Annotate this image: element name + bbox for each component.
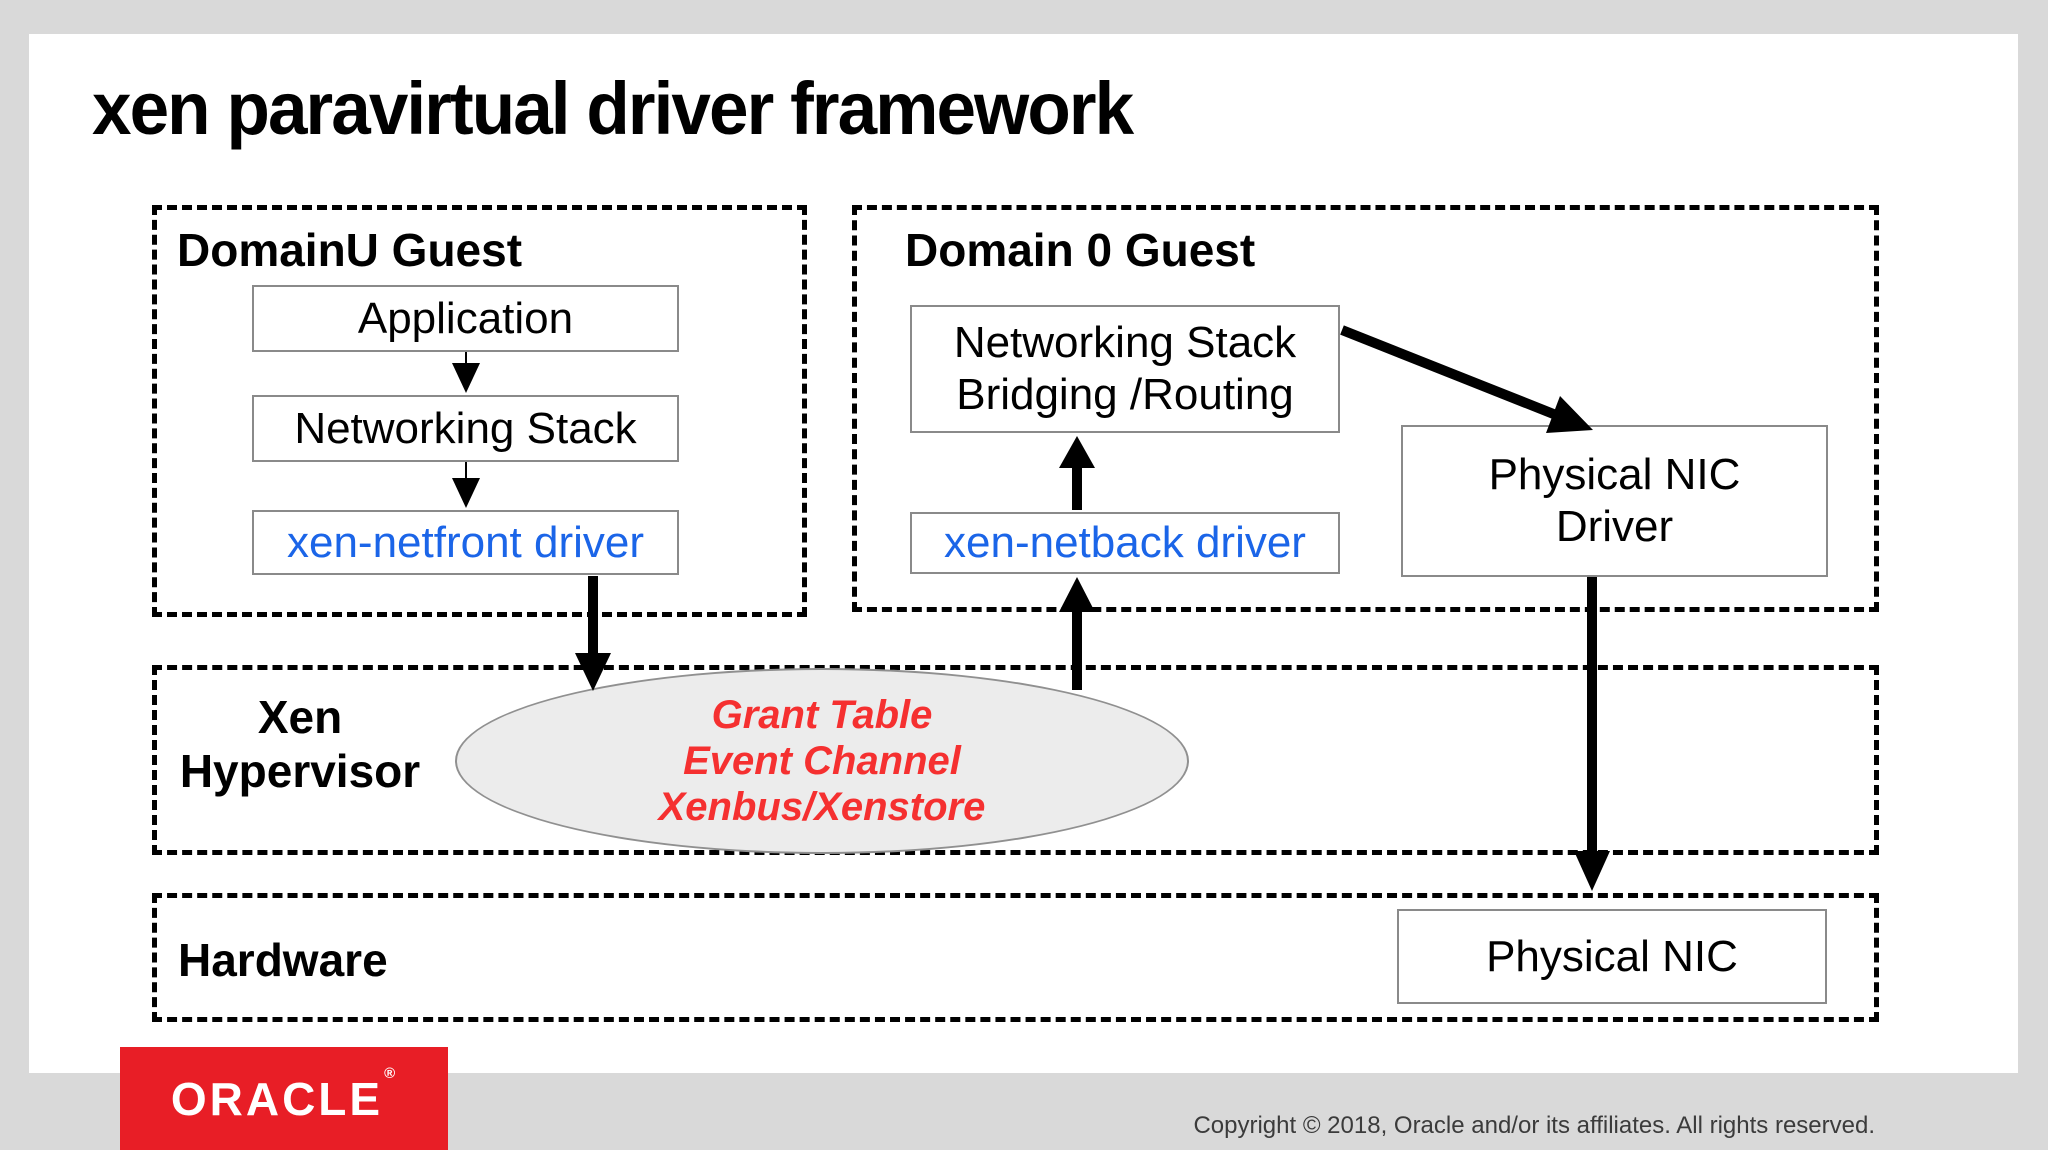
physical-nic-driver-line2: Driver xyxy=(1555,502,1674,551)
domain0-guest-label: Domain 0 Guest xyxy=(905,224,1256,276)
domain0-networking-stack-box: Networking Stack Bridging /Routing xyxy=(910,305,1340,433)
xen-hypervisor-label-line1: Xen xyxy=(257,691,343,743)
domain0-networking-stack-line2: Bridging /Routing xyxy=(956,370,1294,419)
networking-stack-label: Networking Stack xyxy=(294,403,637,453)
xen-hypervisor-label: Xen Hypervisor xyxy=(165,690,435,798)
hardware-zone xyxy=(152,893,1879,1022)
hardware-label: Hardware xyxy=(178,934,388,986)
xen-hypervisor-zone xyxy=(152,665,1879,855)
oracle-logo: ORACLE® xyxy=(120,1047,448,1150)
event-channel-label: Event Channel xyxy=(683,739,961,783)
grant-table-label: Grant Table xyxy=(711,693,933,737)
application-box: Application xyxy=(252,285,679,352)
physical-nic-driver-box: Physical NIC Driver xyxy=(1401,425,1828,577)
networking-stack-box: Networking Stack xyxy=(252,395,679,462)
domainu-guest-zone xyxy=(152,205,807,617)
physical-nic-driver-line1: Physical NIC xyxy=(1488,450,1741,500)
hypervisor-channels-ellipse: Grant Table Event Channel Xenbus/Xenstor… xyxy=(455,668,1189,854)
copyright-text: Copyright © 2018, Oracle and/or its affi… xyxy=(1193,1112,1875,1139)
domain0-guest-zone xyxy=(852,205,1879,612)
xen-netback-driver-label: xen-netback driver xyxy=(944,518,1306,568)
xen-netfront-driver-label: xen-netfront driver xyxy=(286,517,645,567)
oracle-logo-text: ORACLE® xyxy=(170,1066,397,1126)
xenbus-xenstore-label: Xenbus/Xenstore xyxy=(658,785,986,829)
physical-nic-box: Physical NIC xyxy=(1397,909,1827,1004)
physical-nic-driver-label: Physical NIC Driver xyxy=(1489,449,1741,553)
physical-nic-label: Physical NIC xyxy=(1486,931,1738,981)
application-label: Application xyxy=(357,293,574,343)
slide-title: xen paravirtual driver framework xyxy=(92,67,1134,150)
domain0-networking-stack-line1: Networking Stack xyxy=(953,318,1297,368)
xen-hypervisor-label-line2: Hypervisor xyxy=(179,745,421,797)
oracle-logo-wordmark: ORACLE xyxy=(170,1072,384,1125)
domain0-networking-stack-label: Networking Stack Bridging /Routing xyxy=(954,317,1296,421)
domainu-guest-label: DomainU Guest xyxy=(177,224,523,276)
xen-netback-driver-box: xen-netback driver xyxy=(910,512,1340,574)
registered-trademark-icon: ® xyxy=(384,1064,399,1082)
xen-netfront-driver-box: xen-netfront driver xyxy=(252,510,679,575)
